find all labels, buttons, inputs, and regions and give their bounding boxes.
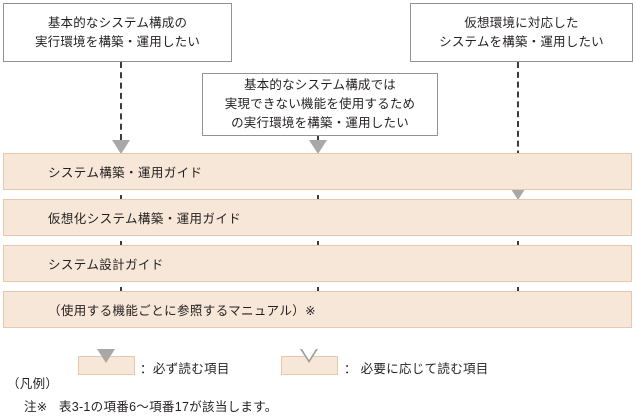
goal-box-virtual-environment-system: 仮想環境に対応した システムを構築・運用したい (410, 3, 633, 62)
connector-middle-bar3-to-bar4 (317, 287, 319, 293)
goal-box-beyond-basic-system-runtime: 基本的なシステム構成では 実現できない機能を使用するため の実行環境を構築・運用… (202, 73, 438, 136)
legend-label-must-read: ：必ず読む項目 (140, 358, 230, 377)
footnote-text: 表3-1の項番6～項番17が該当します。 (58, 400, 278, 414)
legend-arrowhead-hollow-icon (300, 349, 318, 363)
legend-separator: ： (344, 362, 357, 376)
goal-box-line: 実行環境を構築・運用したい (34, 34, 201, 49)
legend-label-text: 必ず読む項目 (152, 362, 230, 376)
goal-box-line: 実現できない機能を使用するため (224, 97, 416, 111)
footnote-marker: 注※ (24, 400, 48, 414)
footnote: 注※ 表3-1の項番6～項番17が該当します。 (24, 396, 278, 415)
guide-bar-label: 仮想化システム構築・運用ガイド (48, 212, 242, 226)
guide-bar-label: （使用する機能ごとに参照するマニュアル）※ (48, 304, 316, 318)
guide-bar-label: システム構築・運用ガイド (48, 166, 203, 180)
connector-right-to-bar2 (517, 62, 519, 186)
goal-box-line: 基本的なシステム構成の (47, 15, 188, 30)
connector-left-to-bar1 (120, 62, 122, 140)
legend-arrowhead-solid-icon (97, 349, 115, 363)
connector-middle-to-bar1 (317, 136, 319, 140)
goal-box-line: の実行環境を構築・運用したい (231, 116, 409, 130)
guide-bar-label: システム設計ガイド (48, 258, 164, 272)
goal-box-line: 仮想環境に対応した (464, 15, 579, 30)
goal-box-line: システムを構築・運用したい (439, 34, 604, 49)
goal-box-line: 基本的なシステム構成では (243, 78, 397, 92)
connector-middle-bar2-to-bar3 (317, 241, 319, 247)
arrowhead-solid-middle-bar1 (309, 140, 327, 154)
guide-bar-per-function-manual[interactable]: （使用する機能ごとに参照するマニュアル）※ (3, 291, 632, 328)
legend-label-text: 必要に応じて読む項目 (360, 362, 489, 376)
legend-title: （凡例） (7, 377, 59, 391)
goal-box-basic-system-runtime: 基本的なシステム構成の 実行環境を構築・運用したい (3, 3, 232, 62)
legend-separator: ： (140, 362, 153, 376)
arrowhead-solid-left-bar1 (112, 140, 130, 154)
guide-bar-system-design-guide[interactable]: システム設計ガイド (3, 245, 632, 282)
guide-bar-system-build-operation-guide[interactable]: システム構築・運用ガイド (3, 153, 632, 190)
guide-bar-virtualization-system-build-operation-guide[interactable]: 仮想化システム構築・運用ガイド (3, 199, 632, 236)
legend-arrowhead-hollow-fill (301, 349, 316, 360)
connector-right-bar3-to-bar4 (517, 287, 519, 293)
connector-left-bar3-to-bar4 (120, 287, 122, 293)
legend-label-read-as-needed: ： 必要に応じて読む項目 (344, 358, 489, 377)
